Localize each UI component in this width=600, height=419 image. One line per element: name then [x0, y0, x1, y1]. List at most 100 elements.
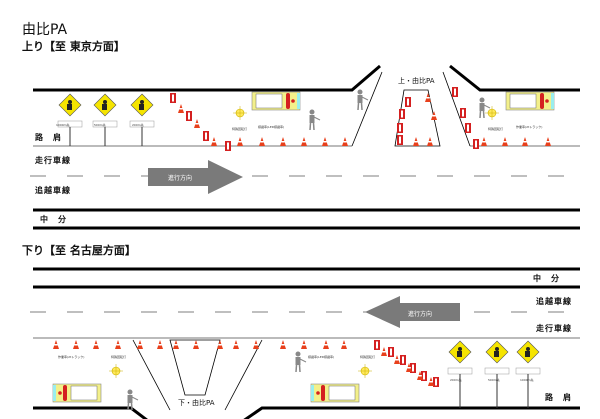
up-sign-plate-2: 500m先	[94, 123, 106, 127]
work-sign-icon	[57, 93, 83, 146]
flagger-icon	[309, 109, 321, 131]
up-road-lines	[30, 64, 580, 230]
rotating-beacon-icon	[358, 364, 372, 378]
traffic-cone-icon	[173, 340, 179, 349]
traffic-cone-icon	[115, 340, 121, 349]
arrow-board-icon	[433, 377, 439, 387]
truck-icon	[310, 383, 360, 403]
traffic-cone-icon	[545, 137, 551, 146]
traffic-cone-icon	[301, 137, 307, 146]
arrow-board-icon	[399, 109, 405, 119]
traffic-cone-icon	[301, 340, 307, 349]
arrow-board-icon	[421, 371, 427, 381]
traffic-cone-icon	[211, 137, 217, 146]
rotating-beacon-icon	[109, 364, 123, 378]
traffic-cone-icon	[73, 340, 79, 349]
traffic-cone-icon	[93, 340, 99, 349]
down-travel-lane-label: 走行車線	[536, 324, 572, 333]
arrow-board-icon	[405, 97, 411, 107]
arrow-board-icon	[374, 340, 380, 350]
rotating-beacon-icon	[233, 106, 247, 120]
work-sign-icon	[515, 340, 541, 408]
up-direction-label: 進行方向	[168, 175, 193, 182]
arrow-board-icon	[460, 108, 466, 118]
traffic-cone-icon	[53, 340, 59, 349]
up-direction-arrow	[148, 160, 243, 194]
arrow-board-icon	[225, 141, 231, 151]
arrow-board-icon	[400, 355, 406, 365]
traffic-cone-icon	[381, 347, 387, 356]
truck-icon	[251, 91, 301, 111]
traffic-cone-icon	[406, 363, 412, 372]
work-sign-icon	[484, 340, 510, 408]
traffic-cone-icon	[431, 111, 437, 120]
traffic-cone-icon	[233, 340, 239, 349]
arrow-board-icon	[465, 123, 471, 133]
traffic-cone-icon	[522, 137, 528, 146]
traffic-cone-icon	[342, 137, 348, 146]
traffic-cone-icon	[157, 340, 163, 349]
flagger-icon	[295, 351, 307, 373]
truck-icon	[505, 91, 555, 111]
traffic-cone-icon	[413, 137, 419, 146]
traffic-cone-icon	[323, 340, 329, 349]
traffic-cone-icon	[178, 104, 184, 113]
flagger-icon	[479, 97, 491, 119]
flagger-icon	[127, 389, 139, 411]
down-median-label: 中 分	[533, 274, 560, 283]
up-work-truck-label: 作業車(2tトラック)	[516, 125, 543, 129]
up-travel-lane-label: 走行車線	[35, 156, 71, 165]
truck-icon	[52, 383, 102, 403]
down-direction-arrow	[365, 296, 460, 328]
down-beacon-label: 特殊回転灯	[111, 355, 127, 359]
traffic-cone-icon	[427, 137, 433, 146]
traffic-cone-icon	[194, 119, 200, 128]
down-sign-plate-1: 200m先	[450, 378, 462, 382]
arrow-board-icon	[452, 87, 458, 97]
up-beacon-label: 特殊回転灯	[232, 127, 248, 131]
traffic-cone-icon	[217, 340, 223, 349]
up-passing-lane-label: 追越車線	[35, 186, 71, 195]
traffic-cone-icon	[428, 377, 434, 386]
work-sign-icon	[447, 340, 473, 408]
down-passing-lane-label: 追越車線	[536, 297, 572, 306]
page-title: 由比PA	[22, 22, 68, 38]
down-shoulder-label: 路 肩	[545, 393, 572, 402]
arrow-board-icon	[203, 131, 209, 141]
arrow-board-icon	[388, 347, 394, 357]
traffic-cone-icon	[322, 137, 328, 146]
down-sign-plate-2: 500m先	[488, 378, 500, 382]
down-pa-label: 下・由比PA	[178, 399, 215, 407]
up-beacon-label-2: 特殊回転灯	[488, 127, 504, 131]
arrow-board-icon	[186, 111, 192, 121]
up-sign-plate-1: 1000m先	[56, 123, 70, 127]
traffic-cone-icon	[425, 93, 431, 102]
up-sign-plate-3: 200m先	[132, 123, 144, 127]
arrow-board-icon	[397, 123, 403, 133]
traffic-cone-icon	[417, 371, 423, 380]
down-road-lines	[30, 267, 580, 419]
up-shoulder-label: 路 肩	[35, 133, 62, 142]
down-direction-label: 進行方向	[408, 311, 433, 318]
down-work-truck-label: 作業車(2tトラック)	[58, 355, 85, 359]
traffic-cone-icon	[193, 340, 199, 349]
traffic-cone-icon	[280, 137, 286, 146]
traffic-cone-icon	[137, 340, 143, 349]
work-sign-icon	[92, 93, 118, 146]
down-sign-plate-3: 1000m先	[520, 378, 534, 382]
traffic-cone-icon	[237, 137, 243, 146]
traffic-cone-icon	[394, 355, 400, 364]
up-heading: 上り【至 東京方面】	[22, 40, 125, 53]
down-beacon-label-2: 特殊回転灯	[360, 355, 376, 359]
traffic-cone-icon	[259, 137, 265, 146]
work-sign-icon	[129, 93, 155, 146]
arrow-board-icon	[170, 93, 176, 103]
up-median-label: 中 分	[40, 215, 67, 224]
arrow-board-icon	[397, 135, 403, 145]
rotating-beacon-icon	[485, 106, 499, 120]
flagger-icon	[357, 89, 369, 111]
traffic-cone-icon	[253, 340, 259, 349]
arrow-board-icon	[473, 139, 479, 149]
up-sign-truck-label: 標識車(LED標識車)	[258, 125, 285, 129]
